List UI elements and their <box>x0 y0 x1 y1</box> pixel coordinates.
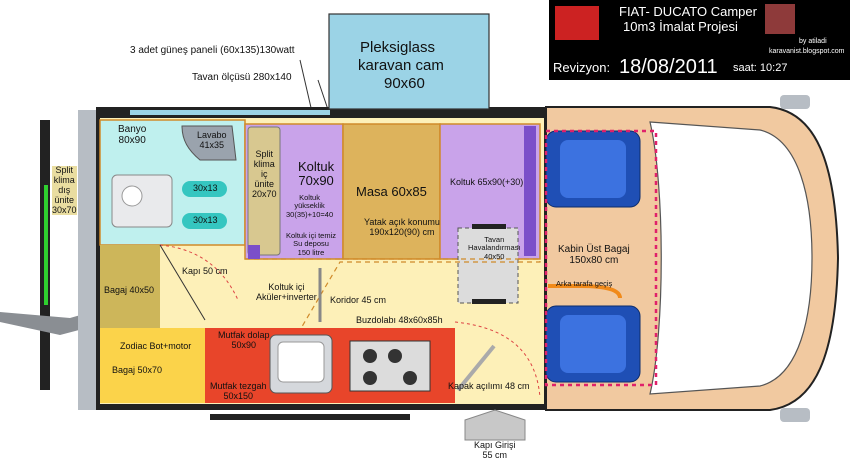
mirror-bottom <box>780 408 810 422</box>
fridge-door <box>456 344 496 392</box>
toilet-bowl <box>121 185 143 207</box>
skylight <box>328 13 490 110</box>
revision-time: saat: 10:27 <box>733 62 788 74</box>
rear-bumper <box>78 110 96 410</box>
left-pipe-green <box>44 185 48 305</box>
door-line <box>159 244 206 321</box>
mirror-top <box>780 95 810 109</box>
toilet <box>111 174 173 228</box>
bagaj-40-storage <box>100 245 160 330</box>
burner-4 <box>403 371 417 385</box>
skylight-line2: karavan cam <box>358 57 444 74</box>
burner-2 <box>388 349 402 363</box>
kitchen-sink-basin <box>277 341 325 383</box>
seat-back-purple <box>248 245 260 259</box>
passenger-seat-cushion <box>560 315 626 373</box>
door-label: Kapı 50 cm <box>182 266 228 276</box>
masa-label: Masa 60x85 <box>356 184 427 199</box>
vent-bar-bottom <box>472 299 506 304</box>
table-masa <box>342 123 441 260</box>
zodiac-storage <box>100 328 210 403</box>
title-box: FIAT- DUCATO Camper 10m3 İmalat Projesi … <box>549 0 850 80</box>
skylight-line3: 90x60 <box>384 75 425 92</box>
corridor-label: Koridor 45 cm <box>330 295 387 305</box>
pass-through-label: Arka tarafa geçiş <box>556 279 613 288</box>
title-line2: 10m3 İmalat Projesi <box>623 19 738 34</box>
windshield <box>649 121 813 395</box>
koltuk-65-label: Koltuk 65x90(+30) <box>450 177 524 187</box>
bagaj-40-label: Bagaj 40x50 <box>104 285 155 295</box>
fridge-door-label: Kapak açılımı 48 cm <box>448 381 530 391</box>
revision-label: Revizyon: <box>553 60 611 75</box>
blog-name: karavanist.blogspot.com <box>769 48 845 55</box>
shower-tray-b <box>182 213 227 229</box>
sink-lavabo <box>181 125 237 161</box>
bed-outline <box>245 258 541 331</box>
shower-b-label: 30x13 <box>193 215 218 225</box>
vent-bar-top <box>472 224 506 229</box>
roof-note: Tavan ölçüsü 280x140 <box>192 72 292 83</box>
outdoor-unit-label: Split klima dış ünite 30x70 <box>52 165 77 216</box>
revision-date: 18/08/2011 <box>619 56 718 78</box>
burner-3 <box>363 371 377 385</box>
door-swing <box>159 244 239 301</box>
solar-note: 3 adet güneş paneli (60x135)130watt <box>130 45 295 56</box>
cab-luggage-outline <box>544 129 658 387</box>
title-line1: FIAT- DUCATO Camper <box>619 4 757 19</box>
author-photo <box>765 4 795 34</box>
split-indoor-unit <box>247 126 281 256</box>
fridge-swing <box>454 321 541 399</box>
window-bottom <box>210 414 410 420</box>
van-photo <box>555 6 599 40</box>
stove <box>349 340 431 392</box>
shower-tray-a <box>182 181 227 197</box>
entry-arrow <box>464 409 526 441</box>
window-top <box>130 110 330 115</box>
author-name: by atiladi <box>799 38 827 45</box>
tow-bar <box>0 310 98 335</box>
fridge-label: Buzdolabı 48x60x85h <box>356 315 443 325</box>
bagaj-50-label: Bagaj 50x70 <box>112 365 163 375</box>
bench-backrest <box>524 126 536 256</box>
zodiac-label: Zodiac Bot+motor <box>120 341 192 351</box>
shower-a-label: 30x13 <box>193 183 218 193</box>
burner-1 <box>363 349 377 363</box>
driver-seat-cushion <box>560 140 626 198</box>
pass-through-arrow <box>548 284 622 299</box>
skylight-line1: Pleksiglass <box>360 39 436 56</box>
fridge-area <box>455 328 543 403</box>
